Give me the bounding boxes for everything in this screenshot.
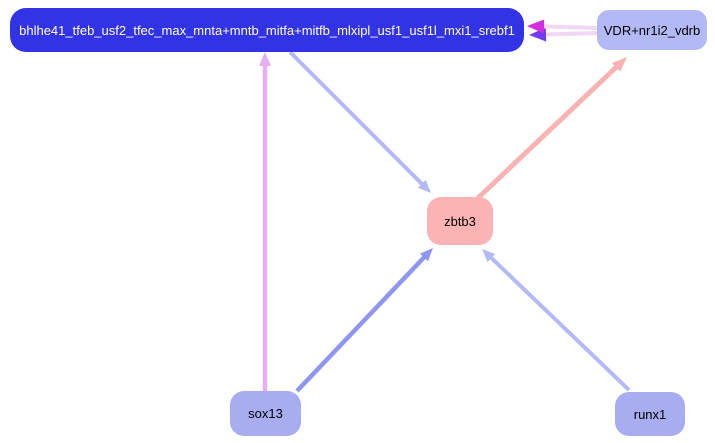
node-zbtb3[interactable]: zbtb3 [427, 197, 493, 245]
node-sox13[interactable]: sox13 [230, 391, 301, 436]
edge-line-vdr-to-cluster1-purple [543, 31, 598, 37]
edge-line-zbtb3-to-vdr [476, 64, 620, 200]
node-label-vdr: VDR+nr1i2_vdrb [603, 22, 701, 38]
node-runx1[interactable]: runx1 [615, 392, 685, 436]
arrowhead-runx1-to-zbtb3 [482, 249, 496, 262]
node-cluster1[interactable]: bhlhe41_tfeb_usf2_tfec_max_mnta+mntb_mit… [10, 8, 524, 52]
edge-line-cluster1-to-zbtb3 [288, 50, 425, 187]
arrowhead-sox13-to-cluster1 [259, 52, 271, 66]
edge-line-sox13-to-zbtb3 [295, 254, 428, 393]
arrowhead-cluster1-to-zbtb3 [417, 179, 431, 193]
edge-line-runx1-to-zbtb3 [488, 255, 631, 392]
arrowhead-sox13-to-zbtb3 [420, 248, 433, 262]
node-vdr[interactable]: VDR+nr1i2_vdrb [597, 10, 707, 50]
node-label-zbtb3: zbtb3 [444, 213, 476, 229]
arrowhead-vdr-to-cluster1-magenta [527, 19, 545, 34]
node-label-sox13: sox13 [248, 406, 283, 421]
node-label-cluster1: bhlhe41_tfeb_usf2_tfec_max_mnta+mntb_mit… [19, 22, 515, 38]
edge-line-vdr-to-cluster1-magenta [541, 24, 598, 30]
arrowhead-zbtb3-to-vdr [611, 57, 627, 72]
node-label-runx1: runx1 [633, 406, 667, 422]
